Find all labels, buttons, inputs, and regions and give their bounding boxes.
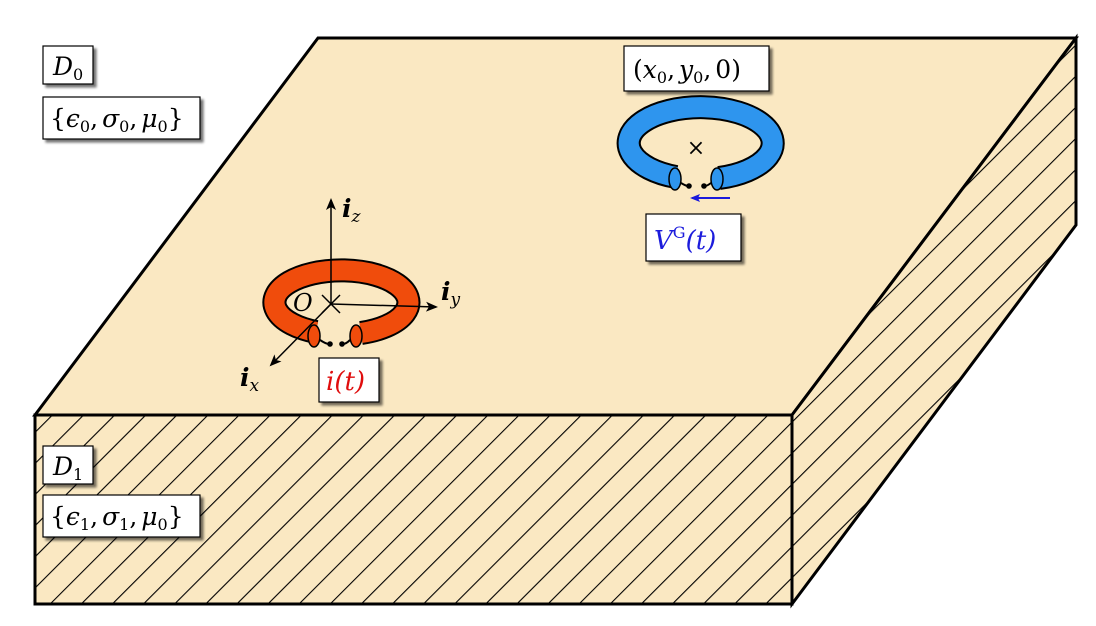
- label-params-upper: {ϵ0,σ0,μ0}: [42, 96, 201, 140]
- z-axis-label: iz: [342, 194, 362, 227]
- svg-text:D1: D1: [52, 452, 83, 484]
- receiver-loop: ×: [616, 95, 785, 202]
- svg-text:{ϵ1,σ1,μ0}: {ϵ1,σ1,μ0}: [50, 502, 184, 534]
- transmitter-terminal-right: [349, 324, 363, 348]
- y-axis-label: iy: [441, 277, 461, 310]
- svg-text:i(t): i(t): [326, 367, 365, 397]
- svg-text:(x0,y0,0): (x0,y0,0): [633, 55, 741, 87]
- receiver-center-mark: ×: [687, 136, 705, 161]
- label-voltage: VG(t): [645, 213, 742, 262]
- origin-label: O: [293, 289, 313, 317]
- transmitter-terminal-left: [307, 324, 321, 348]
- label-params-lower: {ϵ1,σ1,μ0}: [42, 494, 201, 538]
- x-axis: [269, 303, 332, 367]
- label-receiver-position: (x0,y0,0): [623, 45, 770, 92]
- x-axis-label: ix: [240, 363, 260, 396]
- label-domain-upper: D0: [42, 45, 94, 85]
- y-axis: [330, 301, 438, 312]
- svg-text:VG(t): VG(t): [654, 223, 716, 256]
- slab-side-face: [790, 33, 1078, 609]
- receiver-terminal-right: [710, 167, 724, 191]
- transmitter-loop: [262, 258, 421, 348]
- svg-text:{ϵ0,σ0,μ0}: {ϵ0,σ0,μ0}: [50, 104, 184, 136]
- label-domain-lower: D1: [42, 445, 94, 485]
- coordinate-axes: iz iy ix O: [240, 194, 461, 396]
- svg-text:D0: D0: [52, 52, 83, 84]
- label-current: i(t): [318, 357, 380, 403]
- receiver-terminal-left: [668, 167, 682, 191]
